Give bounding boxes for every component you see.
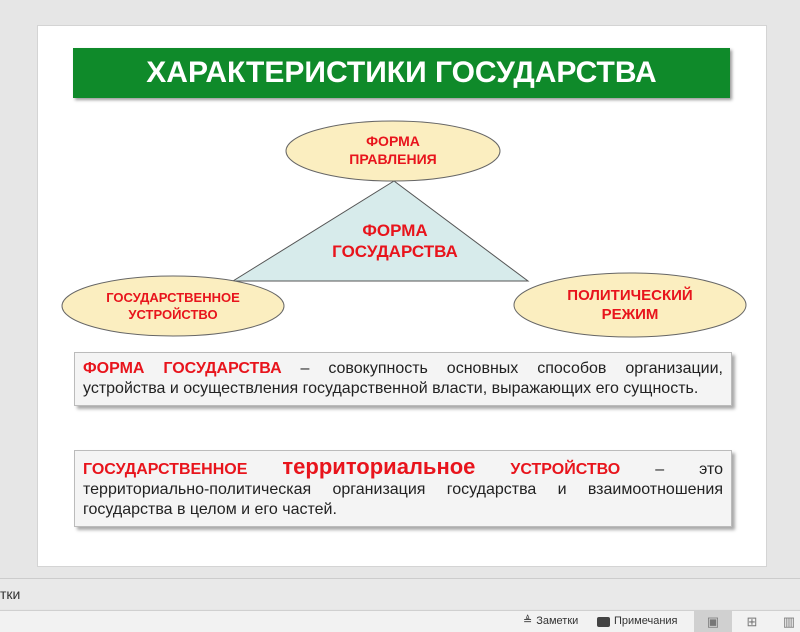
right-label-1: ПОЛИТИЧЕСКИЙ [567,286,692,304]
comments-label: Примечания [614,615,678,627]
reading-view-button[interactable]: ▥ [770,611,800,632]
reading-view-icon: ▥ [782,613,796,629]
top-label-1: ФОРМА [366,133,420,149]
slide-title: ХАРАКТЕРИСТИКИ ГОСУДАРСТВА [73,48,730,98]
slide-sorter-icon: ⊞ [746,613,758,629]
status-bar: ≜Заметки Примечания ▣ ⊞ ▥ [0,610,800,632]
comment-icon [597,616,610,627]
ellipse-left [61,275,285,337]
center-label-1: ФОРМА [362,221,427,240]
left-label-2: УСТРОЙСТВО [128,307,217,322]
ellipse-right [513,272,747,338]
def2-text: – это территориально-политическая органи… [83,461,723,518]
slide-sorter-button[interactable]: ⊞ [733,611,771,632]
notes-icon: ≜ [523,615,533,627]
center-label-2: ГОСУДАРСТВА [332,242,458,261]
normal-view-button[interactable]: ▣ [694,611,732,632]
def1-term: ФОРМА ГОСУДАРСТВА [83,360,282,377]
diagram: ФОРМА ПРАВЛЕНИЯ ФОРМА ГОСУДАРСТВА ГОСУДА… [61,120,747,338]
def2-term1: ГОСУДАРСТВЕННОЕ [83,461,283,478]
definition-box-1: ФОРМА ГОСУДАРСТВА – совокупность основны… [74,352,732,406]
ellipse-top [285,120,501,182]
def1-text: – совокупность основных способов организ… [83,360,723,397]
definition-box-2: ГОСУДАРСТВЕННОЕ территориальное УСТРОЙСТ… [74,450,732,527]
def2-term2: территориальное [282,454,476,479]
left-label-1: ГОСУДАРСТВЕННОЕ [106,290,240,305]
comments-button[interactable]: Примечания [597,611,678,632]
def2-term3: УСТРОЙСТВО [475,461,621,478]
slide: ХАРАКТЕРИСТИКИ ГОСУДАРСТВА ФОРМА ПРАВЛЕН… [37,25,767,567]
notes-label: Заметки [536,615,579,627]
notes-pane[interactable]: тки [0,578,800,609]
right-label-2: РЕЖИМ [602,306,659,323]
top-label-2: ПРАВЛЕНИЯ [349,151,436,167]
normal-view-icon: ▣ [706,613,720,629]
triangle-shape [231,180,530,282]
notes-button[interactable]: ≜Заметки [523,611,578,632]
notes-placeholder: тки [0,586,21,602]
